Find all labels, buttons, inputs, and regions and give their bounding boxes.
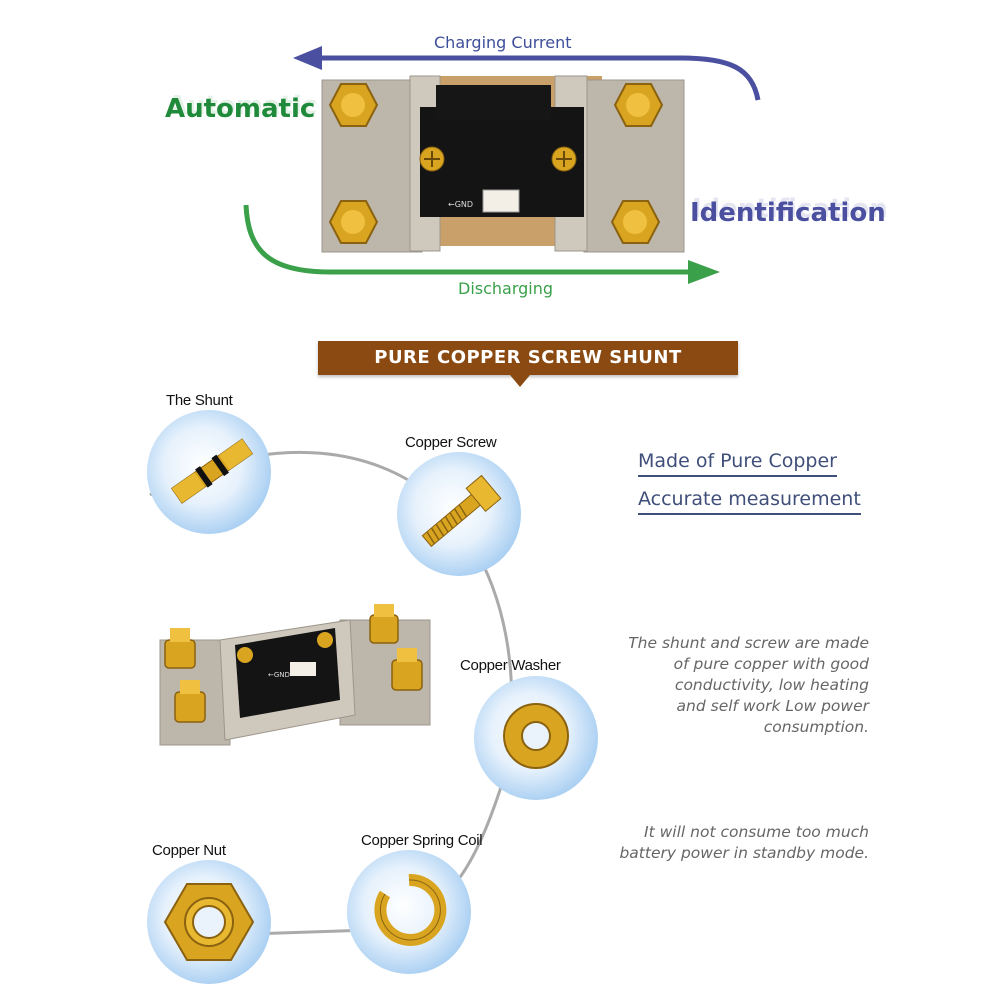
feature-accurate-measurement: Accurate measurement <box>638 488 861 515</box>
product-gnd-label: ←GND <box>268 671 290 679</box>
charging-arrowhead <box>293 46 322 70</box>
feature-pure-copper: Made of Pure Copper <box>638 450 837 477</box>
spring-washer-icon <box>374 873 447 946</box>
part-bubble-screw <box>397 452 521 576</box>
desc2-line-1: It will not consume too much <box>644 823 869 841</box>
identification-label: Identification <box>690 198 886 228</box>
nut-icon <box>163 883 255 961</box>
desc1-line-1: The shunt and screw are made <box>628 634 869 652</box>
part-label-screw: Copper Screw <box>405 434 497 451</box>
part-bubble-spring <box>347 850 471 974</box>
discharging-arrowhead <box>688 260 720 284</box>
part-label-washer: Copper Washer <box>460 657 561 674</box>
board-gnd-label: ←GND <box>448 200 474 209</box>
description-paragraph-1: The shunt and screw are made of pure cop… <box>628 633 869 738</box>
part-label-spring: Copper Spring Coil <box>361 832 483 849</box>
shunt-product-image <box>159 604 431 746</box>
screw-icon <box>421 474 502 548</box>
discharging-label: Discharging <box>458 279 554 298</box>
flow-arrows <box>243 46 761 284</box>
part-bubble-nut <box>147 860 271 984</box>
banner-pointer <box>510 375 530 387</box>
part-bubble-washer <box>474 676 598 800</box>
shunt-icon <box>170 438 254 504</box>
washer-icon <box>503 703 569 769</box>
charging-arrow <box>310 55 761 101</box>
desc1-line-2: of pure copper with good <box>673 655 869 673</box>
description-paragraph-2: It will not consume too much battery pow… <box>619 822 869 864</box>
part-label-shunt: The Shunt <box>166 392 233 409</box>
automatic-label: Automatic <box>165 94 316 124</box>
discharging-arrow <box>243 204 700 275</box>
desc2-line-2: battery power in standby mode. <box>619 844 869 862</box>
desc1-line-4: and self work Low power <box>676 697 869 715</box>
charging-current-label: Charging Current <box>434 33 572 52</box>
section-banner: PURE COPPER SCREW SHUNT <box>318 341 738 375</box>
desc1-line-3: conductivity, low heating <box>674 676 869 694</box>
shunt-top-image <box>321 75 685 253</box>
part-bubble-shunt <box>147 410 271 534</box>
part-label-nut: Copper Nut <box>152 842 226 859</box>
desc1-line-5: consumption. <box>763 718 869 736</box>
